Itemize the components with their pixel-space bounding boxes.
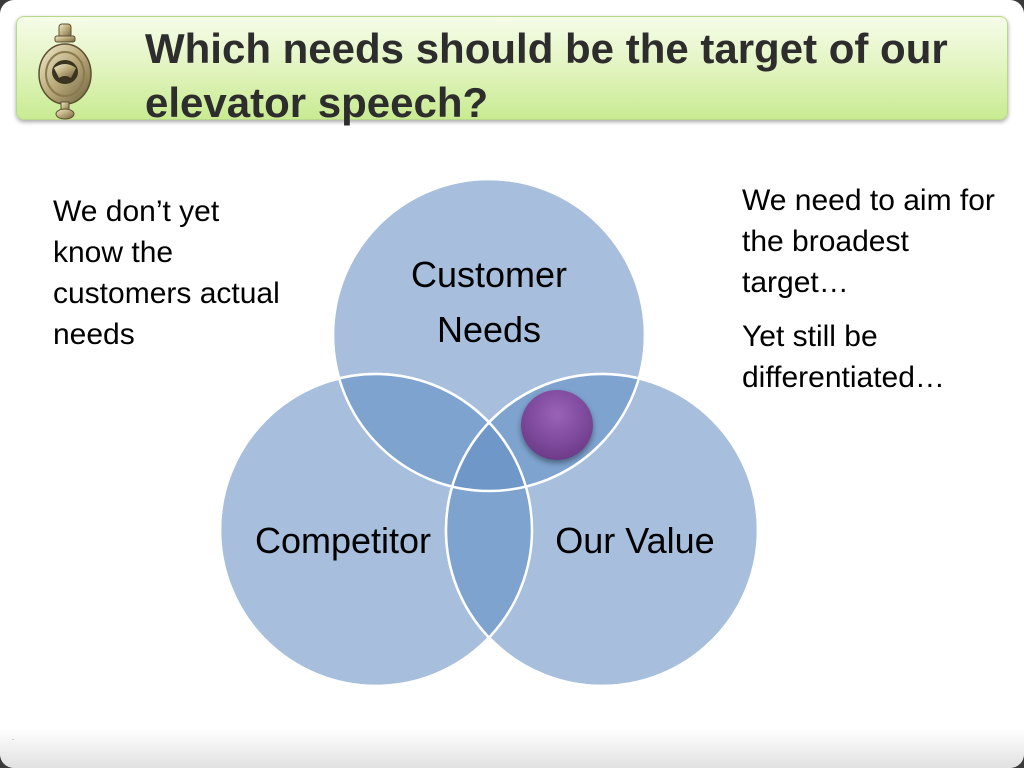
right-notes: We need to aim for the broadest target… … — [742, 180, 1012, 411]
venn-overlap-needs-competitor — [333, 374, 532, 491]
venn-outline-right — [444, 372, 760, 688]
label-customer-needs-line2: Needs — [437, 309, 541, 350]
right-note-aim: We need to aim for the broadest target… — [742, 184, 995, 299]
title-bar — [16, 16, 1008, 120]
left-note: We don’t yet know the customers actual n… — [53, 195, 280, 351]
venn-outline-left — [218, 372, 534, 688]
label-competitor: Competitor — [255, 520, 431, 561]
venn-overlap-needs-value — [446, 374, 645, 491]
label-our-value: Our Value — [555, 520, 714, 561]
right-note-differentiated: Yet still be differentiated… — [742, 320, 945, 394]
venn-outline-top — [331, 177, 647, 493]
slide-title: Which needs should be the target of our … — [145, 25, 948, 126]
door-knocker-icon — [38, 23, 92, 120]
label-customer-needs-line1: Customer — [411, 254, 567, 295]
footer-mark: . — [12, 733, 15, 742]
target-marker-dot — [521, 390, 593, 460]
